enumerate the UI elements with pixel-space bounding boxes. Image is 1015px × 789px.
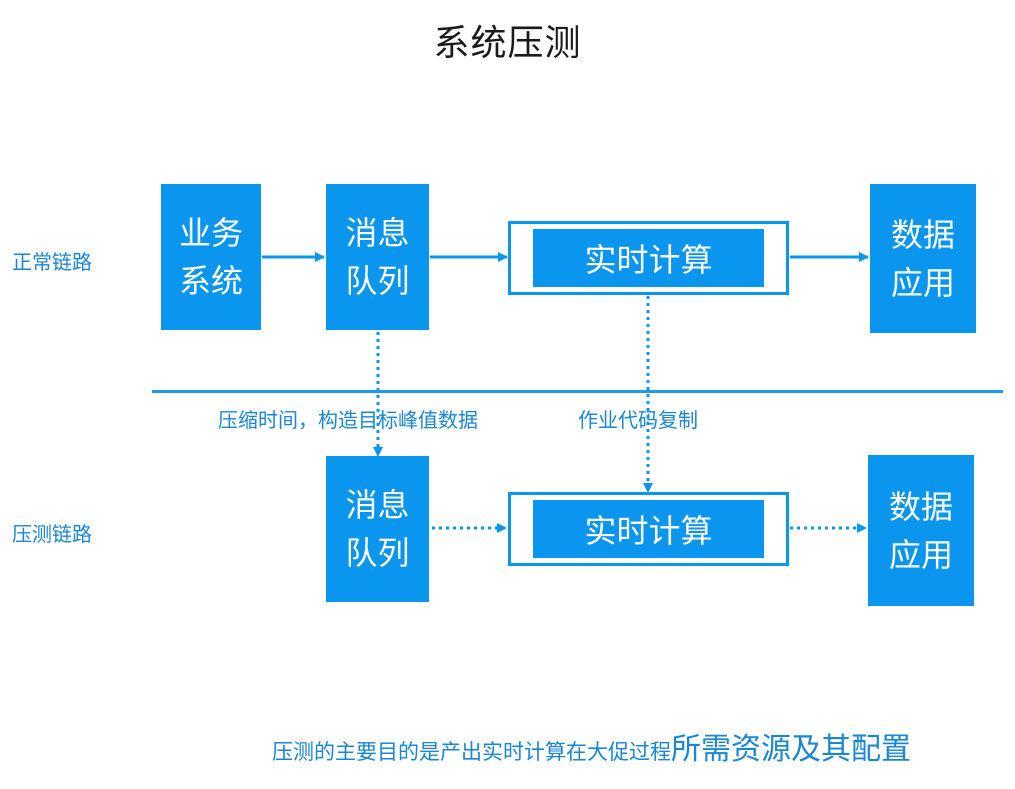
annotation-compress-time: 压缩时间，构造目标峰值数据 xyxy=(218,408,478,432)
stress-data-app-label: 数据应用 xyxy=(888,487,953,574)
business-system-label: 业务系统 xyxy=(178,214,243,300)
stress-message-queue-label: 消息队列 xyxy=(345,486,410,572)
stress-realtime-compute-frame: 实时计算 xyxy=(508,492,789,566)
footer-prefix: 压测的主要目的是产出实时计算在大促过程 xyxy=(272,740,671,764)
lane-divider xyxy=(152,390,1003,393)
stress-realtime-compute-label: 实时计算 xyxy=(533,500,764,558)
lane-label-normal: 正常链路 xyxy=(12,250,92,274)
stress-message-queue-box: 消息队列 xyxy=(326,456,429,602)
footer-emphasis: 所需资源及其配置 xyxy=(671,732,911,767)
diagram-title: 系统压测 xyxy=(433,23,582,64)
realtime-compute-label: 实时计算 xyxy=(533,229,764,287)
message-queue-label: 消息队列 xyxy=(345,214,410,300)
lane-label-stress: 压测链路 xyxy=(12,522,92,546)
realtime-compute-frame: 实时计算 xyxy=(508,221,789,295)
annotation-copy-job: 作业代码复制 xyxy=(578,408,698,432)
stress-data-app-box: 数据应用 xyxy=(868,455,974,606)
data-app-label: 数据应用 xyxy=(890,215,955,302)
data-app-box: 数据应用 xyxy=(870,184,976,333)
business-system-box: 业务系统 xyxy=(161,184,261,330)
message-queue-box: 消息队列 xyxy=(326,184,429,330)
footer-note: 压测的主要目的是产出实时计算在大促过程所需资源及其配置 xyxy=(272,724,911,768)
